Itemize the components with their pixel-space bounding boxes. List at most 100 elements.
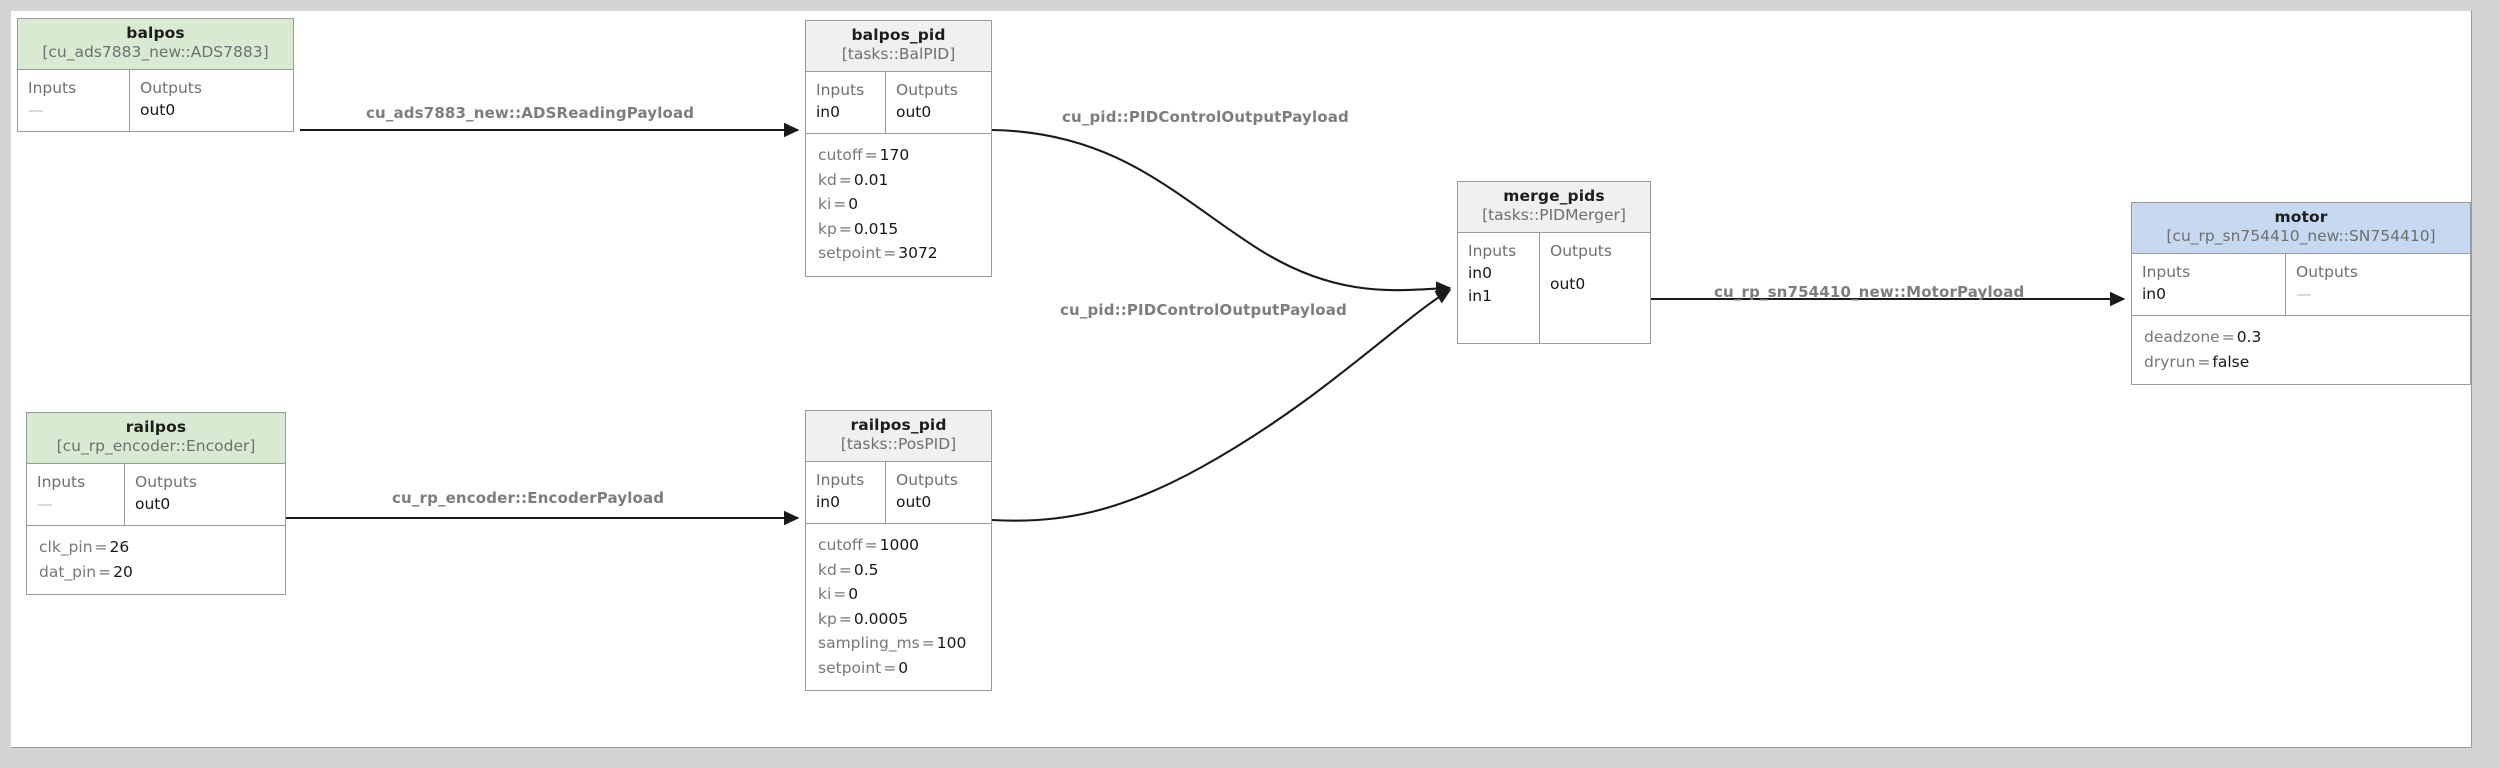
- param-value: 170: [879, 146, 910, 165]
- node-type-balpos_pid: [tasks::BalPID]: [841, 45, 956, 64]
- edge-label-motor-payload: cu_rp_sn754410_new::MotorPayload: [1714, 283, 2025, 301]
- param-value: 26: [109, 538, 130, 557]
- inputs-label: Inputs: [28, 78, 77, 97]
- node-ports-railpos_pid: Inputs in0 Outputs out0: [806, 461, 991, 524]
- outputs-column-balpos: Outputs out0: [130, 70, 293, 132]
- param-equals: =: [838, 219, 852, 238]
- node-header-balpos: balpos [cu_ads7883_new::ADS7883]: [18, 19, 293, 70]
- param-row: setpoint=0: [818, 656, 979, 680]
- inputs-column-merge_pids: Inputs in0 in1: [1458, 232, 1540, 343]
- node-params-railpos: clk_pin=26 dat_pin=20: [27, 525, 285, 594]
- param-row: cutoff=1000: [818, 533, 979, 557]
- node-title-balpos: balpos: [126, 24, 185, 42]
- param-row: ki=0: [818, 192, 979, 216]
- param-value: 1000: [879, 536, 920, 555]
- output-port-out0[interactable]: out0: [135, 495, 171, 514]
- output-port-out0[interactable]: out0: [1550, 275, 1586, 294]
- inputs-column-motor: Inputs in0: [2132, 253, 2286, 316]
- node-balpos_pid[interactable]: balpos_pid [tasks::BalPID] Inputs in0 Ou…: [805, 20, 992, 277]
- param-value: 0: [848, 195, 859, 214]
- param-key: ki: [818, 585, 832, 604]
- outputs-column-railpos_pid: Outputs out0: [886, 462, 991, 524]
- outputs-label: Outputs: [140, 78, 202, 97]
- node-ports-balpos_pid: Inputs in0 Outputs out0: [806, 71, 991, 134]
- inputs-column-railpos_pid: Inputs in0: [806, 461, 886, 524]
- node-ports-railpos: Inputs — Outputs out0: [27, 463, 285, 526]
- param-key: kp: [818, 219, 837, 238]
- input-port-in1[interactable]: in1: [1468, 287, 1492, 306]
- param-row: dryrun=false: [2144, 350, 2458, 374]
- input-port-in0[interactable]: in0: [816, 493, 840, 512]
- input-port-none: —: [28, 101, 44, 120]
- inputs-label: Inputs: [37, 472, 86, 491]
- param-key: dryrun: [2144, 352, 2196, 371]
- node-railpos_pid[interactable]: railpos_pid [tasks::PosPID] Inputs in0 O…: [805, 410, 992, 692]
- param-value: 100: [936, 634, 967, 653]
- param-key: kd: [818, 170, 837, 189]
- node-header-merge_pids: merge_pids [tasks::PIDMerger]: [1458, 182, 1650, 233]
- outputs-label: Outputs: [1550, 241, 1612, 260]
- param-value: 0.0005: [853, 609, 909, 628]
- edge-label-ads-reading-payload: cu_ads7883_new::ADSReadingPayload: [366, 104, 695, 122]
- node-title-balpos_pid: balpos_pid: [851, 26, 946, 44]
- param-key: clk_pin: [39, 538, 93, 557]
- outputs-label: Outputs: [896, 470, 958, 489]
- outputs-column-railpos: Outputs out0: [125, 464, 285, 526]
- node-type-motor: [cu_rp_sn754410_new::SN754410]: [2166, 227, 2436, 246]
- node-title-railpos: railpos: [125, 418, 187, 436]
- param-key: deadzone: [2144, 328, 2220, 347]
- node-ports-balpos: Inputs — Outputs out0: [18, 69, 293, 132]
- output-port-out0[interactable]: out0: [140, 101, 176, 120]
- param-equals: =: [838, 560, 852, 579]
- edge-label-encoder-payload: cu_rp_encoder::EncoderPayload: [392, 489, 665, 507]
- param-key: setpoint: [818, 244, 882, 263]
- param-equals: =: [2197, 352, 2211, 371]
- param-row: dat_pin=20: [39, 560, 273, 584]
- node-railpos[interactable]: railpos [cu_rp_encoder::Encoder] Inputs …: [26, 412, 286, 596]
- input-port-in0[interactable]: in0: [1468, 264, 1492, 283]
- param-value: 0: [898, 658, 909, 677]
- param-equals: =: [2221, 328, 2235, 347]
- param-row: kd=0.01: [818, 168, 979, 192]
- param-row: sampling_ms=100: [818, 631, 979, 655]
- param-row: deadzone=0.3: [2144, 325, 2458, 349]
- param-key: ki: [818, 195, 832, 214]
- param-equals: =: [864, 536, 878, 555]
- param-key: cutoff: [818, 146, 863, 165]
- inputs-column-railpos: Inputs —: [27, 463, 125, 526]
- inputs-column-balpos: Inputs —: [18, 69, 130, 132]
- outputs-column-motor: Outputs —: [2286, 254, 2470, 316]
- node-title-railpos_pid: railpos_pid: [850, 416, 947, 434]
- input-port-none: —: [37, 495, 53, 514]
- node-params-balpos_pid: cutoff=170 kd=0.01 ki=0 kp=0.015 setpoin…: [806, 133, 991, 275]
- output-port-out0[interactable]: out0: [896, 493, 932, 512]
- param-row: clk_pin=26: [39, 535, 273, 559]
- edge-label-pid-control-output-payload-bottom: cu_pid::PIDControlOutputPayload: [1060, 301, 1347, 319]
- param-value: 20: [113, 562, 133, 581]
- outputs-label: Outputs: [896, 80, 958, 99]
- param-row: ki=0: [818, 582, 979, 606]
- node-type-railpos_pid: [tasks::PosPID]: [840, 435, 957, 454]
- output-port-out0[interactable]: out0: [896, 103, 932, 122]
- input-port-in0[interactable]: in0: [816, 103, 840, 122]
- node-header-balpos_pid: balpos_pid [tasks::BalPID]: [806, 21, 991, 72]
- outputs-column-merge_pids: Outputs out0: [1540, 233, 1650, 343]
- param-key: dat_pin: [39, 562, 97, 581]
- node-ports-motor: Inputs in0 Outputs —: [2132, 253, 2470, 316]
- param-row: setpoint=3072: [818, 241, 979, 265]
- node-header-motor: motor [cu_rp_sn754410_new::SN754410]: [2132, 203, 2470, 254]
- inputs-label: Inputs: [816, 80, 865, 99]
- param-equals: =: [838, 170, 852, 189]
- node-ports-merge_pids: Inputs in0 in1 Outputs out0: [1458, 232, 1650, 343]
- param-key: kp: [818, 609, 837, 628]
- outputs-column-balpos_pid: Outputs out0: [886, 72, 991, 134]
- node-motor[interactable]: motor [cu_rp_sn754410_new::SN754410] Inp…: [2131, 202, 2471, 386]
- node-title-motor: motor: [2274, 208, 2328, 226]
- param-value: 0.015: [853, 219, 899, 238]
- param-key: setpoint: [818, 658, 882, 677]
- input-port-in0[interactable]: in0: [2142, 285, 2166, 304]
- node-merge_pids[interactable]: merge_pids [tasks::PIDMerger] Inputs in0…: [1457, 181, 1651, 344]
- param-equals: =: [864, 146, 878, 165]
- inputs-label: Inputs: [2142, 262, 2191, 281]
- node-balpos[interactable]: balpos [cu_ads7883_new::ADS7883] Inputs …: [17, 18, 294, 133]
